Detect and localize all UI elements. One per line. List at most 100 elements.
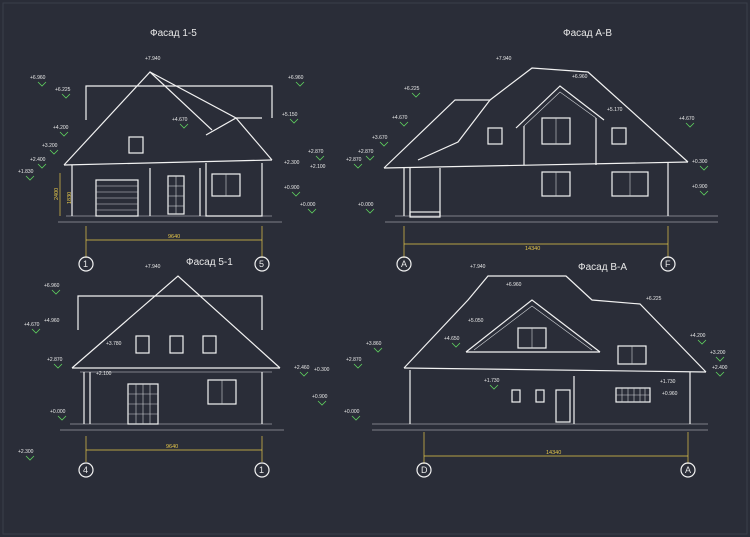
level-mark: +1.730: [660, 379, 676, 385]
facade-title-1-5: Фасад 1-5: [150, 28, 197, 39]
dimension-height-1: 2400: [54, 188, 60, 200]
attic-window: [202, 335, 217, 354]
roof-eave: [383, 161, 689, 169]
axis-bubble: [78, 256, 94, 272]
lower-roof-line: [417, 99, 491, 161]
level-mark: +6.225: [55, 87, 71, 93]
main-gable: [71, 275, 281, 369]
facade-title-5-1: Фасад 5-1: [186, 257, 233, 268]
ribbon-window-grid: [616, 388, 650, 402]
level-mark: +4.650: [444, 336, 460, 342]
level-mark: +0.000: [300, 202, 316, 208]
level-mark: +1.730: [484, 378, 500, 384]
level-mark: +4.200: [690, 333, 706, 339]
gable-window: [128, 136, 144, 154]
axis-label: А: [401, 259, 407, 269]
level-mark: +3.860: [366, 341, 382, 347]
level-mark: +2.400: [30, 157, 46, 163]
level-mark: +0.000: [358, 202, 374, 208]
dimension-height-2: 1830: [67, 192, 73, 204]
level-mark: +6.960: [288, 75, 304, 81]
axis-label: 1: [259, 465, 264, 475]
level-mark: +5.150: [282, 112, 298, 118]
level-mark: +2.100: [96, 371, 112, 377]
small-window: [511, 389, 521, 403]
level-mark: +4.200: [53, 125, 69, 131]
level-marks: +7.940 +6.960 +4.670 +4.960 +3.780 +2.87…: [18, 264, 330, 455]
level-mark: +2.870: [346, 357, 362, 363]
level-mark: +0.960: [662, 391, 678, 397]
entry-steps: [409, 211, 441, 218]
level-leaders: [353, 92, 709, 214]
level-mark: +0.000: [50, 409, 66, 415]
dormer-gable: [465, 299, 601, 353]
level-marks: +7.940 +6.960 +6.225 +6.960 +5.150 +4.67…: [18, 56, 326, 208]
axis-bubble: [254, 462, 270, 478]
level-leaders: [25, 289, 327, 461]
dimension-length: 14340: [546, 450, 561, 456]
facade-b-a: Фасад В-А 14340 D A: [344, 262, 728, 478]
level-mark: +6.960: [506, 282, 522, 288]
dimension-length: 9640: [168, 234, 180, 240]
level-mark: +7.940: [145, 264, 161, 270]
level-mark: +7.940: [145, 56, 161, 62]
level-mark: +3.200: [42, 143, 58, 149]
french-door-grid: [128, 384, 158, 424]
level-leaders: [351, 339, 725, 421]
level-mark: +4.670: [392, 115, 408, 121]
level-mark: +2.460: [294, 365, 310, 371]
door: [555, 389, 571, 423]
axis-label: 1: [83, 259, 88, 269]
level-mark: +2.870: [358, 149, 374, 155]
axis-label: A: [685, 465, 691, 475]
dimension-length: 9640: [166, 444, 178, 450]
axis-bubble: [396, 256, 412, 272]
level-mark: +0.900: [312, 394, 328, 400]
rear-roof-outline: [85, 85, 273, 120]
level-marks: +7.940 +6.960 +6.225 +5.050 +4.650 +3.86…: [344, 264, 728, 415]
roof-eave: [63, 159, 273, 166]
level-mark: +4.960: [44, 318, 60, 324]
facade-title-b-a: Фасад В-А: [578, 262, 627, 273]
axis-bubble: [680, 462, 696, 478]
level-mark: +0.900: [692, 184, 708, 190]
axis-bubble: [416, 462, 432, 478]
level-mark: +2.300: [18, 449, 34, 455]
level-mark: +4.670: [172, 117, 188, 123]
roof-eave: [403, 367, 707, 373]
axis-label: D: [421, 465, 428, 475]
facade-a-b: Фасад А-В 14340 А F: [346, 28, 718, 272]
level-mark: +3.670: [372, 135, 388, 141]
level-mark: +0.000: [344, 409, 360, 415]
level-mark: +2.100: [310, 164, 326, 170]
right-wall-block: [205, 163, 263, 217]
small-window: [535, 389, 545, 403]
facade-5-1: Фасад 5-1 9640 4 1 +7.94: [18, 257, 330, 478]
axis-label: 4: [83, 465, 88, 475]
dormer-gable-inner: [473, 305, 593, 351]
level-mark: +5.050: [468, 318, 484, 324]
main-roof: [403, 275, 707, 373]
level-mark: +7.940: [470, 264, 486, 270]
level-mark: +3.200: [710, 350, 726, 356]
facade-1-5: Фасад 1-5: [18, 28, 326, 272]
axis-label: F: [665, 259, 671, 269]
level-mark: +6.225: [646, 296, 662, 302]
level-mark: +2.870: [47, 357, 63, 363]
level-leaders: [25, 81, 325, 214]
level-mark: +0.300: [692, 159, 708, 165]
level-mark: +0.900: [284, 185, 300, 191]
facade-title-a-b: Фасад А-В: [563, 28, 612, 39]
level-mark: +6.960: [44, 283, 60, 289]
window: [611, 127, 627, 145]
dimension-length: 14340: [525, 246, 540, 252]
main-roof: [383, 67, 689, 169]
dormer-gable-inner: [523, 91, 597, 127]
attic-window: [135, 335, 150, 354]
axis-label: 5: [259, 259, 264, 269]
axis-bubble: [660, 256, 676, 272]
level-marks: +7.940 +6.225 +6.960 +4.670 +3.670 +2.87…: [346, 56, 708, 208]
